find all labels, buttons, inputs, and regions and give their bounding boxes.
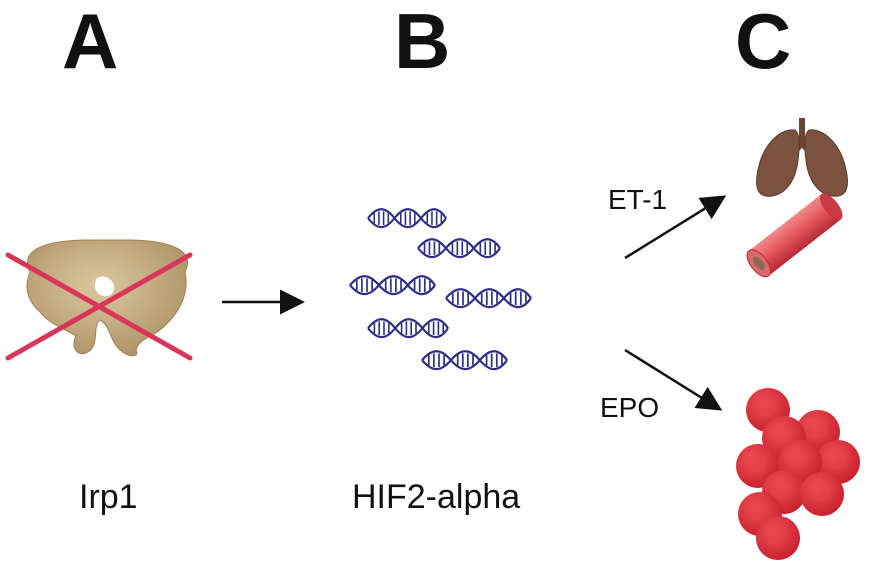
lungs-icon <box>757 118 848 196</box>
blood-vessel-icon <box>743 190 847 281</box>
et1-label: ET-1 <box>608 184 667 216</box>
red-blood-cells-icon <box>736 388 860 560</box>
dna-icon <box>350 209 531 369</box>
irp1-label: Irp1 <box>79 478 138 517</box>
hif2-alpha-label: HIF2-alpha <box>352 478 520 517</box>
epo-label: EPO <box>600 392 659 424</box>
protein-icon <box>27 240 187 356</box>
